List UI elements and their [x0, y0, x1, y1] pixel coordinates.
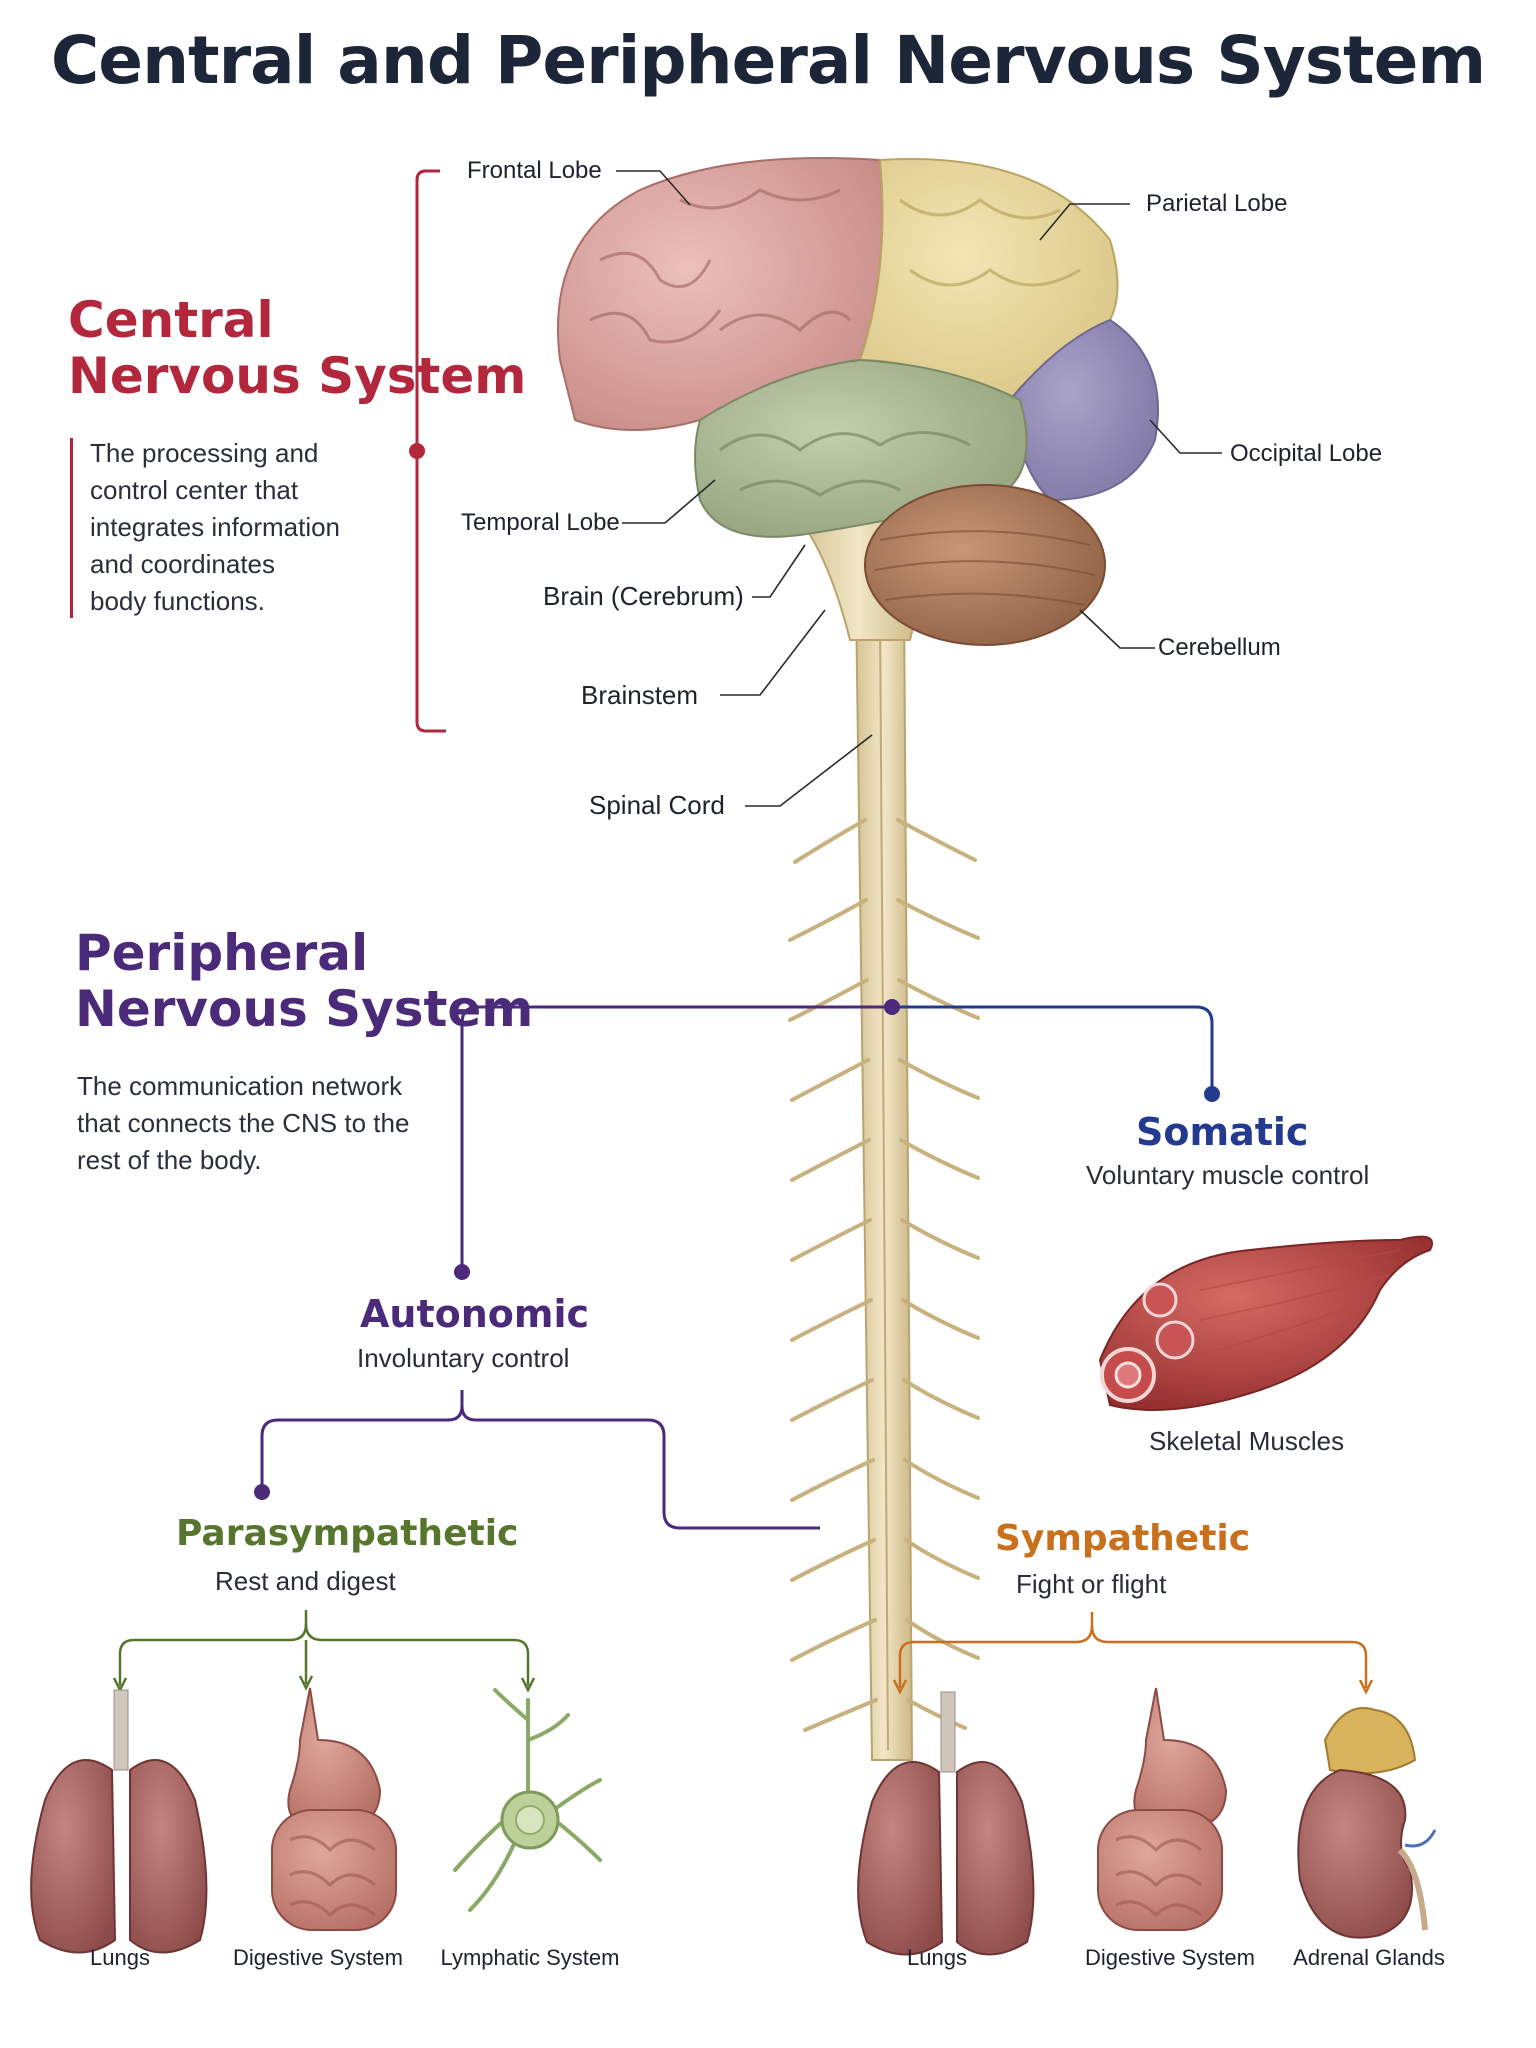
pns-description-line: that connects the CNS to the [77, 1108, 410, 1138]
sympathetic-title: Sympathetic [995, 1518, 1251, 1559]
cns-description-bar [70, 438, 73, 618]
cns-description-line: The processing and [90, 438, 319, 468]
cerebellum-graphic [864, 484, 1106, 646]
cns-description-line: and coordinates [90, 549, 276, 579]
pns-title: Peripheral Nervous System [75, 925, 533, 1037]
parietal-lobe-label: Parietal Lobe [1146, 190, 1288, 217]
pns-description-line: The communication network [77, 1071, 403, 1101]
sympathetic-organ-digestive-label: Digestive System [1085, 1945, 1255, 1970]
autonomic-description: Involuntary control [357, 1343, 570, 1373]
pns-connectors [260, 1005, 1214, 1530]
parasympathetic-organ-digestive-label: Digestive System [233, 1945, 403, 1970]
somatic-description: Voluntary muscle control [1086, 1160, 1370, 1190]
frontal-lobe-label: Frontal Lobe [467, 157, 602, 184]
parasympathetic-organ-lungs-label: Lungs [90, 1945, 150, 1970]
lungs-graphic-sympathetic [857, 1691, 1035, 1956]
cns-title-line2: Nervous System [68, 347, 527, 405]
parasympathetic-description: Rest and digest [215, 1566, 396, 1596]
occipital-lobe-label: Occipital Lobe [1230, 440, 1383, 467]
parasympathetic-title: Parasympathetic [176, 1513, 519, 1554]
pns-description: The communication network that connects … [77, 1068, 409, 1179]
somatic-title: Somatic [1136, 1110, 1309, 1154]
parasympathetic-dot [254, 1484, 270, 1500]
digestive-system-graphic-sympathetic [1097, 1687, 1228, 1931]
brain-graphic [556, 157, 1159, 646]
skeletal-muscles-label: Skeletal Muscles [1149, 1426, 1345, 1456]
page-title: Central and Peripheral Nervous System [50, 22, 1486, 99]
cns-description-line: control center that [90, 475, 299, 505]
cns-description-line: body functions. [90, 586, 265, 616]
adrenal-glands-graphic-sympathetic [1297, 1707, 1437, 1939]
cns-bracket-dot [409, 443, 425, 459]
autonomic-title: Autonomic [360, 1292, 590, 1336]
pns-title-line2: Nervous System [75, 980, 534, 1038]
pns-title-line1: Peripheral [75, 924, 369, 982]
cerebrum-label: Brain (Cerebrum) [543, 581, 744, 611]
sympathetic-description: Fight or flight [1016, 1569, 1167, 1599]
somatic-dot [1204, 1086, 1220, 1102]
lymphatic-system-graphic-parasympathetic [453, 1688, 602, 1912]
parasympathetic-bracket [112, 1610, 536, 1693]
spinal-cord-label: Spinal Cord [589, 790, 725, 820]
sympathetic-organ-adrenal-label: Adrenal Glands [1293, 1945, 1445, 1970]
skeletal-muscle-graphic [1098, 1235, 1433, 1411]
cns-title-line1: Central [68, 291, 274, 349]
brain-leader-lines [616, 170, 1222, 807]
cns-title: Central Nervous System [68, 292, 526, 404]
spinal-cord-graphic [788, 599, 980, 1761]
temporal-lobe-label: Temporal Lobe [461, 509, 620, 536]
cns-description-line: integrates information [90, 512, 341, 542]
cns-description: The processing and control center that i… [90, 435, 340, 620]
lungs-graphic-parasympathetic [30, 1689, 208, 1954]
autonomic-dot [454, 1264, 470, 1280]
brainstem-label: Brainstem [581, 680, 699, 710]
pns-junction-dot [884, 999, 900, 1015]
parasympathetic-organ-lymphatic-label: Lymphatic System [440, 1945, 620, 1970]
sympathetic-bracket [892, 1612, 1374, 1695]
digestive-system-graphic-parasympathetic [271, 1687, 397, 1931]
pns-description-line: rest of the body. [77, 1145, 262, 1175]
cerebellum-label: Cerebellum [1158, 634, 1281, 661]
sympathetic-organ-lungs-label: Lungs [907, 1945, 967, 1970]
